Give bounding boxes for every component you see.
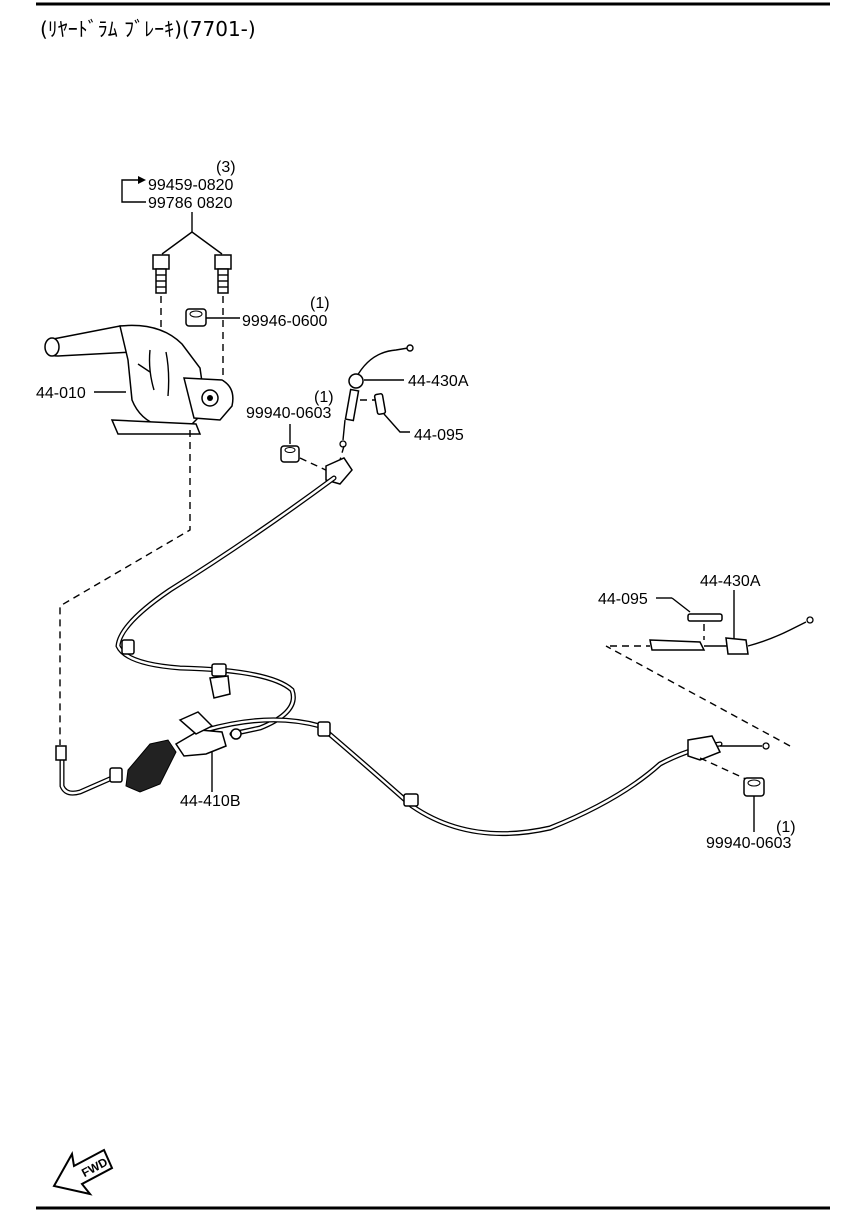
label-qty-bolts: (3) (216, 159, 236, 176)
label-qty-nut-mid: (1) (314, 389, 334, 406)
bolt-group: (3) 99459-0820 99786 0820 (121, 159, 236, 420)
nut-top-group: (1) 99946-0600 (185, 295, 330, 330)
label-nut-top: 99946-0600 (242, 313, 328, 330)
detail-inset: 44-095 44-430A (598, 573, 814, 655)
label-nut-bottom: 99940-0603 (706, 835, 792, 852)
label-cable-upper: 44-430A (408, 373, 469, 390)
label-bolt-a: 99459-0820 (148, 177, 234, 194)
label-lever: 44-010 (36, 385, 86, 402)
equalizer (125, 711, 242, 793)
label-cable-detail: 44-430A (700, 573, 761, 590)
clip-upper (360, 393, 410, 433)
label-nut-mid: 99940-0603 (246, 405, 332, 422)
label-clip-detail: 44-095 (598, 591, 648, 608)
upper-cable (339, 344, 414, 448)
main-cables (59, 475, 723, 837)
nut-icon (280, 445, 300, 463)
fwd-arrow-icon: FWD (52, 1148, 114, 1196)
label-equalizer-cable: 44-410B (180, 793, 241, 810)
label-qty-nut-bottom: (1) (776, 819, 796, 836)
page-title: (ﾘﾔｰﾄﾞﾗﾑ ﾌﾞﾚｰｷ)(7701-) (40, 17, 256, 41)
nut-icon (743, 777, 765, 797)
parking-brake-lever (44, 324, 234, 435)
bolt-icon (152, 254, 170, 294)
label-bolt-b: 99786 0820 (148, 195, 233, 212)
nut-icon (185, 308, 207, 327)
label-clip-upper: 44-095 (414, 427, 464, 444)
label-qty-nut-top: (1) (310, 295, 330, 312)
bolt-icon (214, 254, 232, 294)
